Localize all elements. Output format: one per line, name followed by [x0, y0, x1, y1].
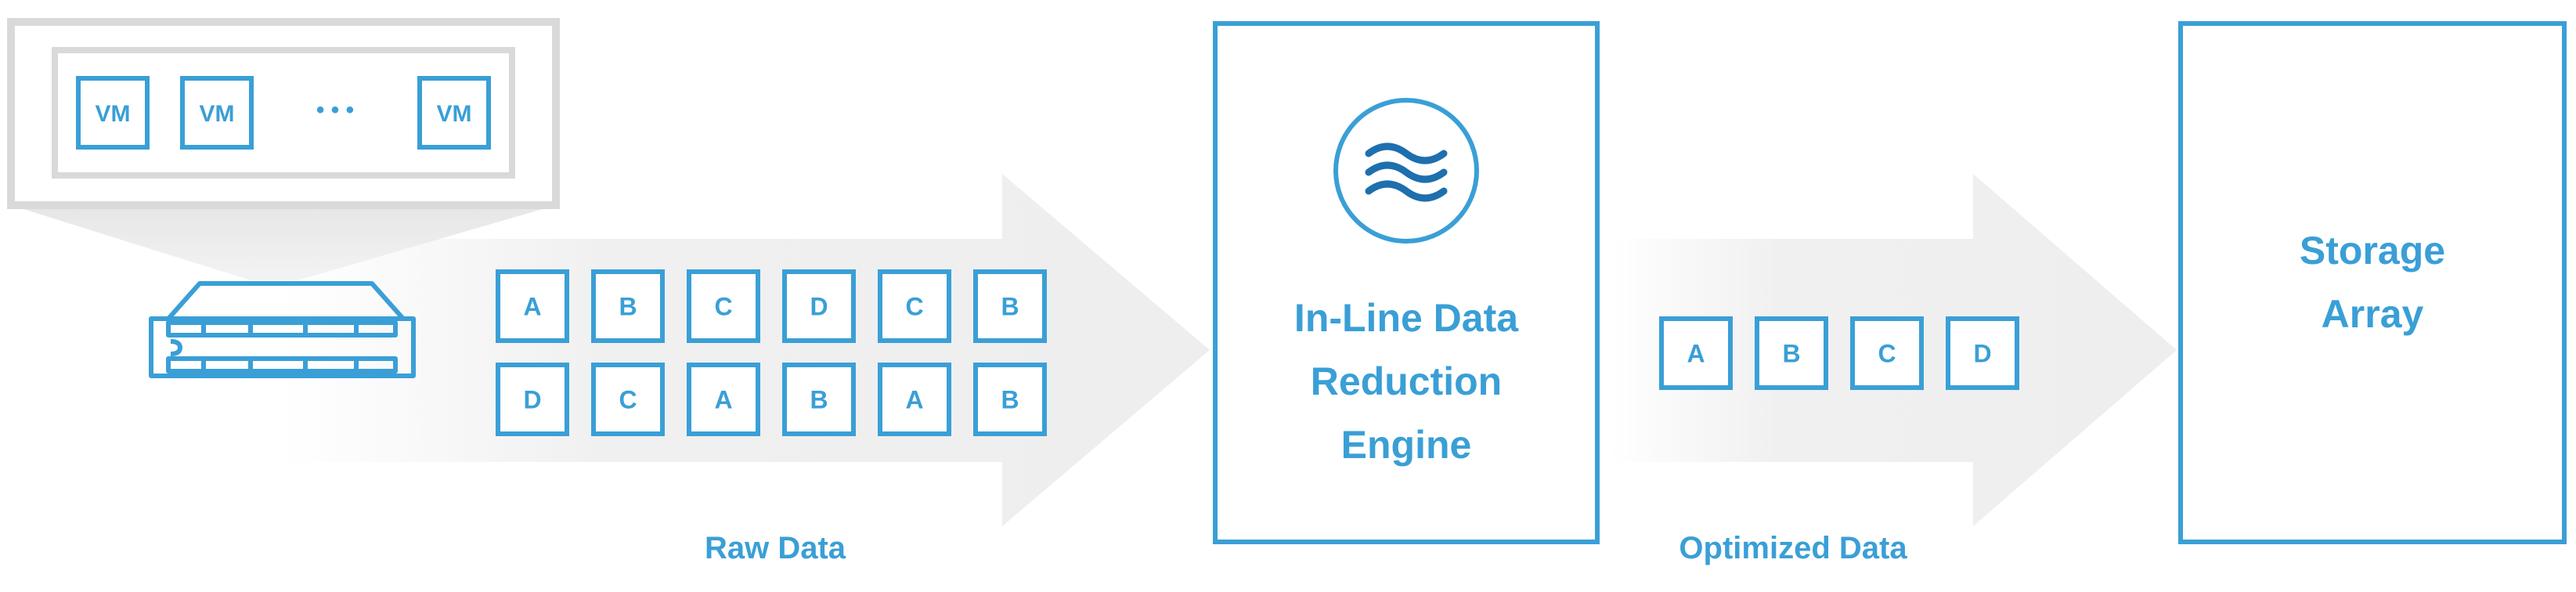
vm-tile-box — [417, 76, 491, 150]
optimized-block-box — [1946, 316, 2019, 390]
optimized-block: D — [1946, 316, 2019, 390]
raw-block: B — [782, 363, 856, 436]
vm-tile-label: VM — [200, 101, 235, 127]
raw-block-label: A — [714, 386, 732, 414]
vm-tile-box — [76, 76, 150, 150]
raw-block: C — [687, 269, 760, 343]
raw-block: D — [496, 363, 569, 436]
raw-block: A — [496, 269, 569, 343]
raw-block-label: D — [523, 386, 541, 414]
raw-data-caption: Raw Data — [704, 531, 846, 565]
vm-tile-label: VM — [437, 101, 472, 127]
engine-label: In-Line Data Reduction Engine — [1293, 296, 1519, 467]
raw-block-box — [878, 363, 951, 436]
optimized-block: C — [1850, 316, 1924, 390]
engine-logo-icon — [1333, 98, 1479, 244]
raw-block: B — [591, 269, 665, 343]
raw-block-box — [687, 269, 760, 343]
raw-block: B — [973, 269, 1047, 343]
optimized-block-box — [1755, 316, 1828, 390]
host-projection-cone — [11, 205, 556, 280]
raw-block-label: B — [619, 293, 637, 321]
raw-block: C — [878, 269, 951, 343]
vm-tile-label: VM — [96, 101, 131, 127]
vm-tile-box — [180, 76, 254, 150]
raw-block-label: C — [619, 386, 637, 414]
raw-block: A — [687, 363, 760, 436]
raw-block: A — [878, 363, 951, 436]
raw-block-box — [878, 269, 951, 343]
raw-block-box — [496, 269, 569, 343]
raw-block-label: D — [810, 293, 828, 321]
server-icon — [149, 281, 416, 378]
optimized-block: B — [1755, 316, 1828, 390]
storage-array-box — [2178, 21, 2567, 544]
optimized-data-blocks: A B C D — [1659, 316, 2019, 390]
optimized-block-box — [1659, 316, 1733, 390]
raw-data-arrow — [282, 174, 1210, 526]
raw-block-box — [591, 269, 665, 343]
raw-block-box — [687, 363, 760, 436]
vm-ellipsis: • • • — [316, 97, 354, 123]
optimized-block-box — [1850, 316, 1924, 390]
vm-tile: VM — [417, 76, 491, 150]
raw-block-label: A — [905, 386, 923, 414]
optimized-block-label: A — [1687, 340, 1705, 368]
optimized-block-label: D — [1973, 340, 1991, 368]
raw-block: D — [782, 269, 856, 343]
optimized-block-label: C — [1878, 340, 1896, 368]
raw-block-box — [973, 363, 1047, 436]
optimized-block: A — [1659, 316, 1733, 390]
optimized-data-caption: Optimized Data — [1679, 531, 1907, 565]
raw-block-box — [496, 363, 569, 436]
raw-block-label: C — [905, 293, 923, 321]
raw-block-box — [973, 269, 1047, 343]
raw-data-blocks: A B C D C B D C A B A B — [496, 269, 1047, 436]
raw-block-label: C — [714, 293, 732, 321]
vm-tile: VM — [76, 76, 150, 150]
raw-block-box — [591, 363, 665, 436]
optimized-block-label: B — [1782, 340, 1800, 368]
raw-block-label: B — [1001, 386, 1019, 414]
vm-tiles: VM VM VM — [76, 76, 491, 150]
raw-block-label: B — [810, 386, 828, 414]
raw-block: B — [973, 363, 1047, 436]
raw-block-label: B — [1001, 293, 1019, 321]
raw-block-label: A — [523, 293, 541, 321]
storage-array-label: Storage Array — [2299, 229, 2446, 336]
vm-tile: VM — [180, 76, 254, 150]
raw-block-box — [782, 269, 856, 343]
raw-block: C — [591, 363, 665, 436]
raw-block-box — [782, 363, 856, 436]
